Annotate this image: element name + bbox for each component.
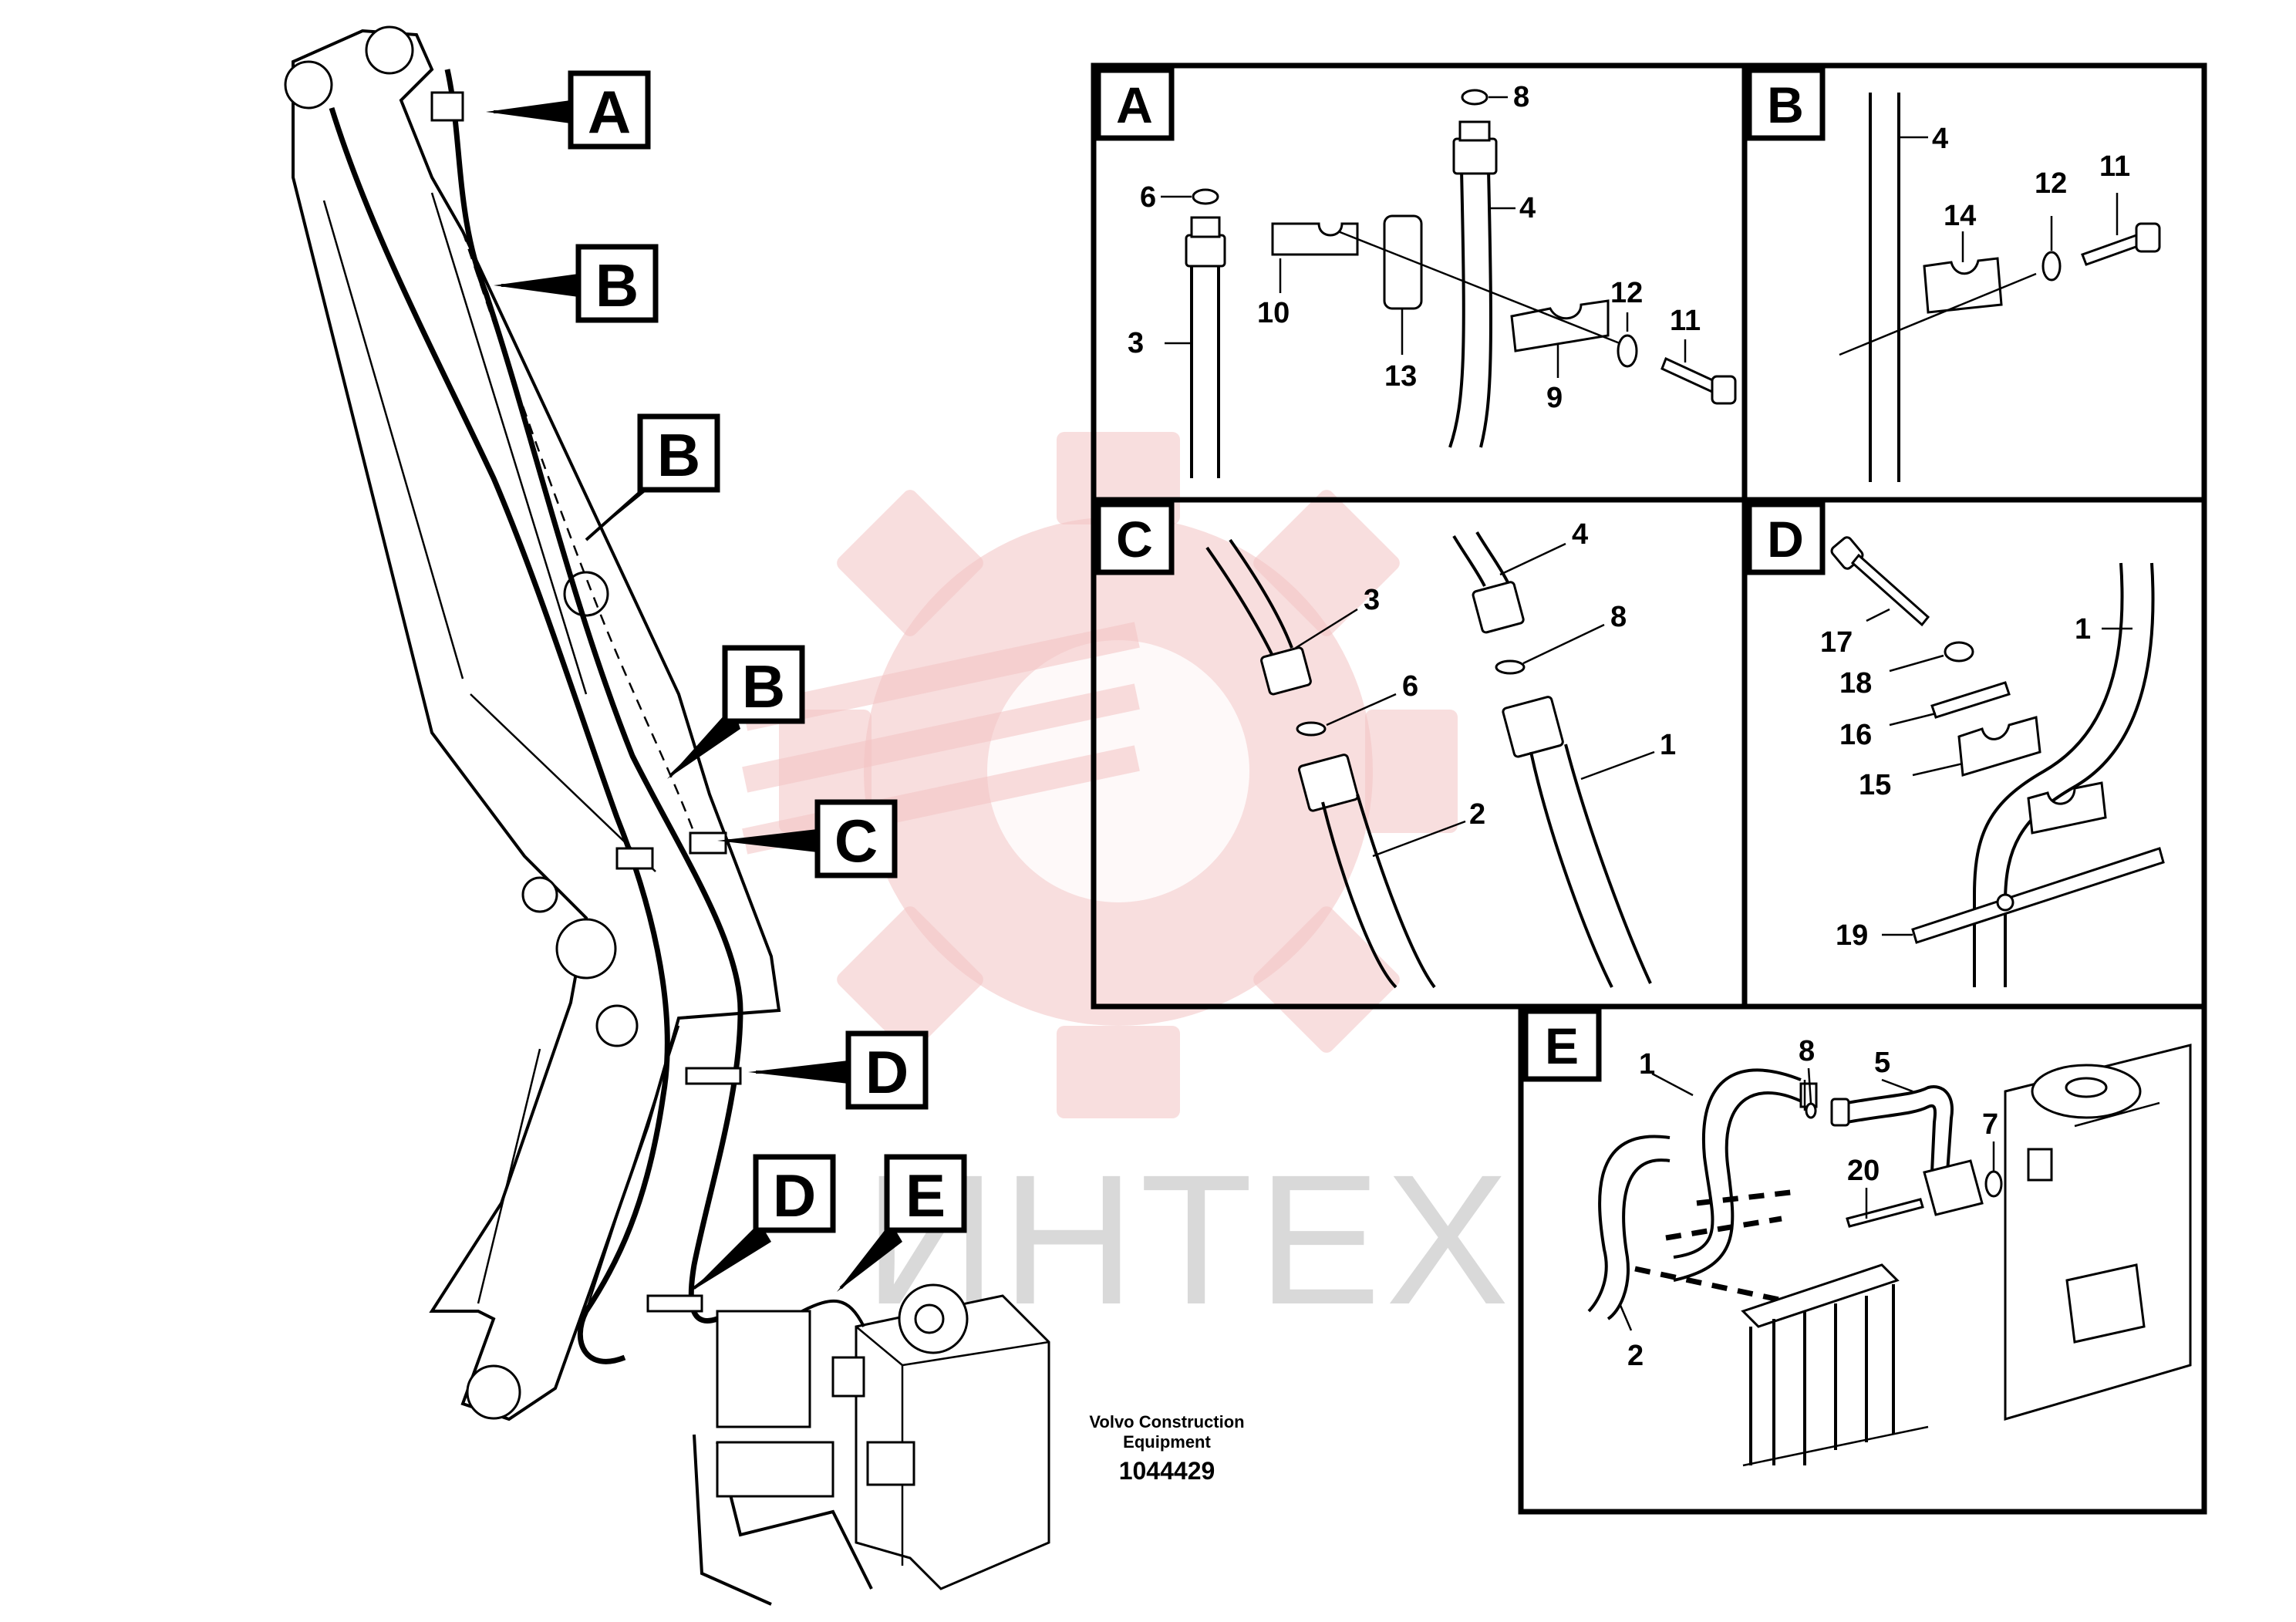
panel-b-part-14: 14 (1944, 200, 1976, 232)
panel-c-part-8: 8 (1610, 601, 1627, 633)
callout-c[interactable]: C (717, 799, 898, 878)
panel-b-part-11: 11 (2099, 150, 2130, 183)
panel-a-part-12: 12 (1610, 277, 1643, 309)
panel-c-part-3: 3 (1364, 584, 1380, 616)
panel-e-part-2: 2 (1627, 1340, 1644, 1372)
panel-d-tag: D (1767, 511, 1804, 568)
panel-d-part-18: 18 (1839, 667, 1872, 700)
callout-b3-label: B (742, 653, 785, 720)
valve-bank (1741, 1263, 1929, 1467)
callout-d1[interactable]: D (748, 1030, 929, 1110)
panel-b-part-12: 12 (2035, 167, 2067, 200)
callout-b1-label: B (595, 251, 639, 319)
hydraulic-tank (2004, 1044, 2192, 1421)
panel-a-part-9: 9 (1546, 382, 1563, 414)
panel-a-part-3: 3 (1128, 327, 1144, 359)
callout-b2-label: B (657, 421, 700, 489)
boom-overview (284, 25, 1050, 1606)
panel-d-part-16: 16 (1839, 719, 1872, 751)
boom-hose-right (444, 69, 743, 1324)
footer-line2: Equipment (1123, 1432, 1211, 1452)
callout-a[interactable]: A (486, 70, 651, 150)
detail-panels-frame (1091, 62, 2207, 1515)
panel-a-tag: A (1116, 76, 1153, 133)
panel-c-part-1: 1 (1660, 729, 1676, 761)
callout-e-label: E (905, 1162, 946, 1229)
panel-e-part-7: 7 (1982, 1108, 1998, 1141)
boom-hose-hidden (461, 231, 696, 834)
callout-d2-label: D (773, 1162, 816, 1229)
detail-panel-b: B 4 14 12 11 (1746, 67, 2161, 482)
callout-a-label: A (588, 78, 631, 146)
panel-b-part-4: 4 (1932, 123, 1948, 155)
panel-c-part-4: 4 (1572, 518, 1588, 551)
panel-a-part-8: 8 (1513, 81, 1529, 113)
detail-panel-d: D 17 1 18 16 15 19 (1746, 501, 2165, 987)
panel-e-part-5: 5 (1874, 1047, 1890, 1079)
panel-a-part-13: 13 (1384, 360, 1417, 393)
callout-c-label: C (834, 807, 878, 875)
footer-drawing-number: 1044429 (1119, 1457, 1215, 1485)
callout-b2[interactable]: B (585, 413, 720, 541)
panel-d-part-17: 17 (1820, 626, 1853, 659)
detail-panel-e: E (1522, 1008, 2192, 1467)
panel-a-part-4: 4 (1519, 192, 1536, 224)
panel-c-part-6: 6 (1402, 670, 1418, 703)
panel-a-part-10: 10 (1257, 297, 1290, 329)
watermark-gear-icon (742, 432, 1458, 1118)
valve-tank-assembly (693, 1283, 1050, 1606)
watermark: ИНТЕХ (742, 432, 1509, 1343)
footer-line1: Volvo Construction (1089, 1412, 1244, 1431)
detail-panel-a: A 6 8 4 3 10 13 9 (1095, 67, 1737, 478)
callout-b1[interactable]: B (494, 244, 659, 323)
panel-b-tag: B (1767, 76, 1804, 133)
panel-d-part-15: 15 (1859, 769, 1891, 801)
panel-e-part-8: 8 (1799, 1035, 1815, 1067)
callout-d1-label: D (865, 1038, 909, 1106)
panel-c-part-2: 2 (1469, 798, 1485, 831)
panel-e-part-20: 20 (1847, 1155, 1880, 1187)
panel-e-tag: E (1545, 1017, 1579, 1074)
panel-d-part-1: 1 (2075, 613, 2091, 646)
drawing-footer: Volvo Construction Equipment 1044429 (1089, 1412, 1244, 1485)
detail-panel-c: C 3 4 8 6 1 2 (1095, 501, 1676, 989)
callout-b3[interactable]: B (667, 645, 805, 779)
callout-e[interactable]: E (837, 1154, 967, 1292)
panel-c-tag: C (1116, 511, 1153, 568)
panel-e-part-1: 1 (1639, 1048, 1655, 1081)
panel-a-part-6: 6 (1140, 181, 1156, 214)
panel-d-part-19: 19 (1836, 919, 1868, 952)
panel-a-part-11: 11 (1670, 305, 1701, 337)
boom-clamps (430, 91, 742, 1313)
callout-d2[interactable]: D (690, 1154, 836, 1292)
